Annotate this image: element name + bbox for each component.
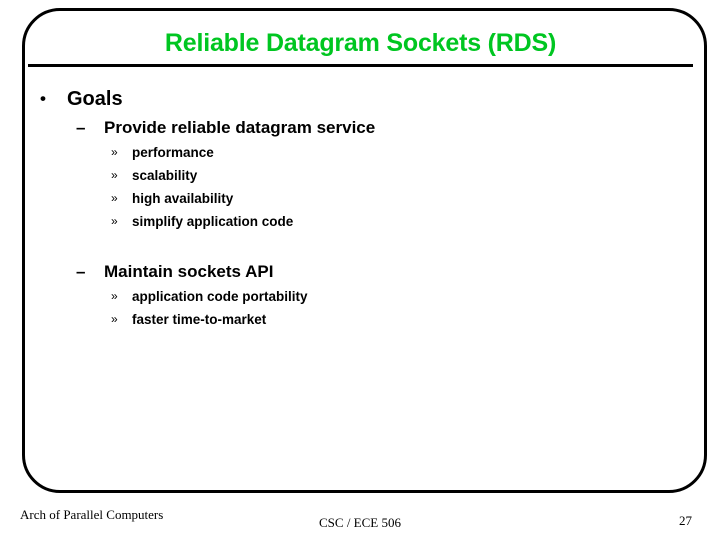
bullet-level3-label: scalability <box>132 168 198 183</box>
bullet-level3-label: faster time-to-market <box>132 312 267 327</box>
bullet-level2-maintain-sockets-api: – Maintain sockets API <box>0 258 685 285</box>
bullet-level2-label: Provide reliable datagram service <box>104 118 376 137</box>
bullet-level1-goals: • Goals <box>0 84 685 114</box>
bullet-guillemet-icon: » <box>111 191 118 205</box>
bullet-dash-icon: – <box>76 118 86 137</box>
title-divider <box>28 64 693 67</box>
bullet-level3-label: performance <box>132 145 214 160</box>
bullet-level3-application-code-portability: » application code portability <box>0 285 685 308</box>
bullet-guillemet-icon: » <box>111 289 118 303</box>
outline-spacer <box>0 233 685 258</box>
bullet-dot-icon: • <box>40 89 46 108</box>
bullet-level3-faster-time-to-market: » faster time-to-market <box>0 308 685 331</box>
bullet-level3-simplify-application-code: » simplify application code <box>0 210 685 233</box>
bullet-dash-icon: – <box>76 262 86 281</box>
footer-page-number: 27 <box>679 513 692 528</box>
bullet-level3-scalability: » scalability <box>0 164 685 187</box>
slide-footer: Arch of Parallel Computers CSC / ECE 506… <box>0 505 720 535</box>
page-title: Reliable Datagram Sockets (RDS) <box>164 29 557 57</box>
bullet-level3-label: application code portability <box>132 289 308 304</box>
slide-frame <box>22 8 707 493</box>
bullet-level2-provide-reliable-datagram-service: – Provide reliable datagram service <box>0 114 685 141</box>
bullet-level3-performance: » performance <box>0 141 685 164</box>
slide-body: • Goals – Provide reliable datagram serv… <box>0 84 685 331</box>
bullet-guillemet-icon: » <box>111 214 118 228</box>
bullet-guillemet-icon: » <box>111 312 118 326</box>
footer-course-code: CSC / ECE 506 <box>319 515 401 530</box>
bullet-level3-label: simplify application code <box>132 214 294 229</box>
bullet-guillemet-icon: » <box>111 145 118 159</box>
bullet-level3-label: high availability <box>132 191 234 206</box>
bullet-level1-label: Goals <box>67 88 123 110</box>
footer-course-title: Arch of Parallel Computers <box>20 507 164 522</box>
bullet-level2-label: Maintain sockets API <box>104 262 274 281</box>
bullet-level3-high-availability: » high availability <box>0 187 685 210</box>
bullet-guillemet-icon: » <box>111 168 118 182</box>
